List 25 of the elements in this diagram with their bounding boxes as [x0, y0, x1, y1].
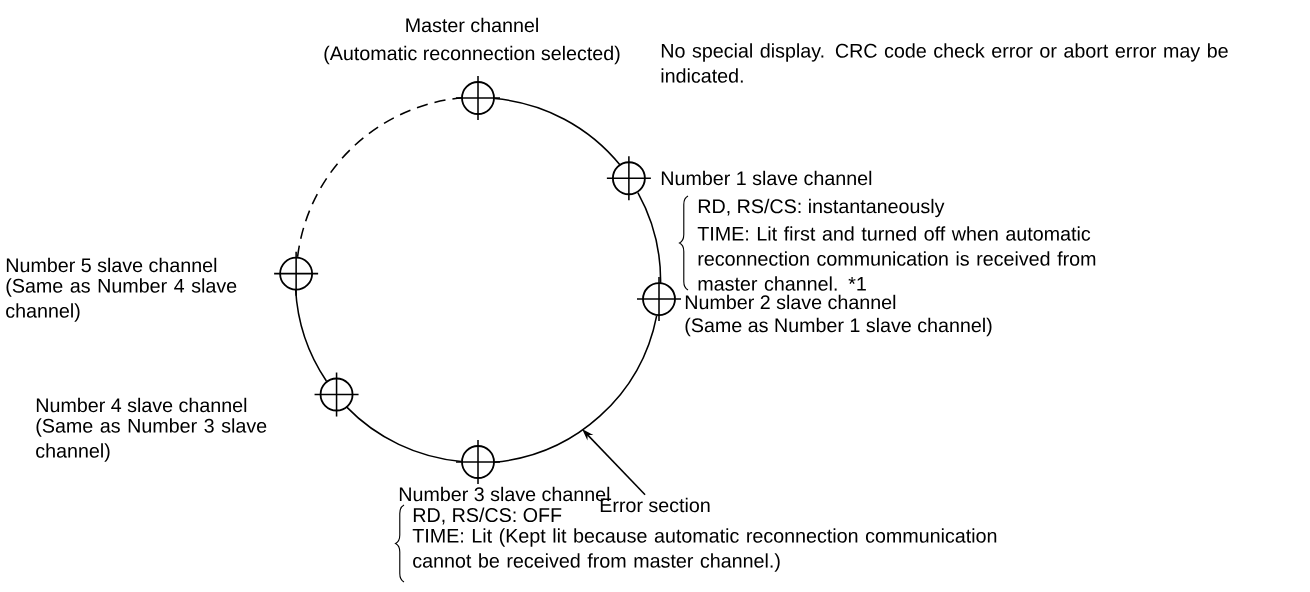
station-marker [606, 155, 652, 201]
channel-label: Number 2 slave channel [685, 294, 896, 310]
station-marker [313, 371, 360, 418]
status-note: TIME: Lit first and turned off when automatic reconnection communication is received from master channel. *1 [697, 226, 1096, 291]
status-note: RD, RS/CS: OFF [413, 507, 562, 525]
ring-segment [637, 191, 662, 285]
ring-segment [294, 288, 328, 382]
ring-segment [345, 405, 462, 463]
channel-label: Number 1 slave channel [661, 170, 872, 186]
station-marker [636, 276, 682, 322]
channel-label: Master channel [406, 17, 538, 33]
status-note: TIME: Lit (Kept lit because automatic reconnection communication cannot be received from master channel.) [412, 528, 997, 572]
ring-segment [296, 97, 463, 258]
channel-label: Number 4 slave channel [36, 397, 247, 413]
channel-note: (Same as Number 3 slave channel) [36, 418, 267, 462]
channel-note: (Same as Number 4 slave channel) [6, 278, 237, 322]
channel-note: (Automatic reconnection selected) [324, 45, 620, 65]
ring-segment [493, 315, 658, 463]
note-text: No special display. CRC code check error or abort error may be indicated. [661, 43, 1228, 83]
station-marker [455, 75, 501, 121]
ring-segment [494, 97, 622, 167]
status-note: RD, RS/CS: instantaneously [698, 198, 945, 218]
channel-label: Number 5 slave channel [6, 257, 217, 273]
channel-note: (Same as Number 1 slave channel) [685, 317, 992, 337]
station-marker [455, 439, 501, 485]
